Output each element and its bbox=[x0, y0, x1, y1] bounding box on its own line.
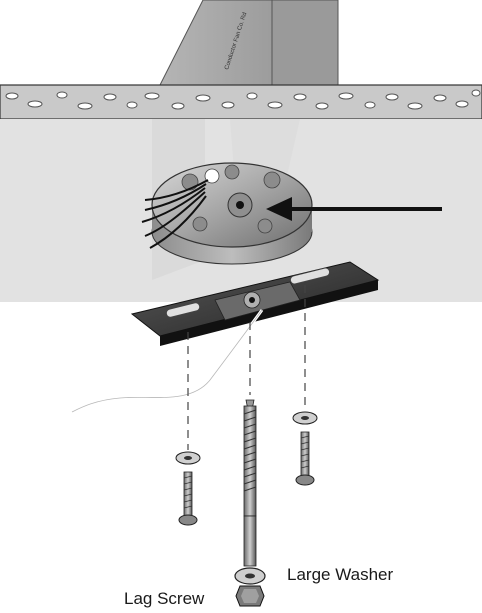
lag-screw-icon bbox=[244, 400, 256, 566]
hex-head-icon bbox=[236, 586, 264, 606]
screw-icon bbox=[179, 472, 197, 525]
large-washer-icon bbox=[235, 568, 265, 584]
large-washer-label: Large Washer bbox=[287, 565, 393, 585]
screw-icon bbox=[296, 432, 314, 485]
lag-screw-label: Lag Screw bbox=[124, 589, 204, 609]
ceiling-joist: Conductor Fan Co. Rd bbox=[160, 0, 338, 85]
washer-icon bbox=[293, 412, 317, 424]
washer-icon bbox=[176, 452, 200, 464]
